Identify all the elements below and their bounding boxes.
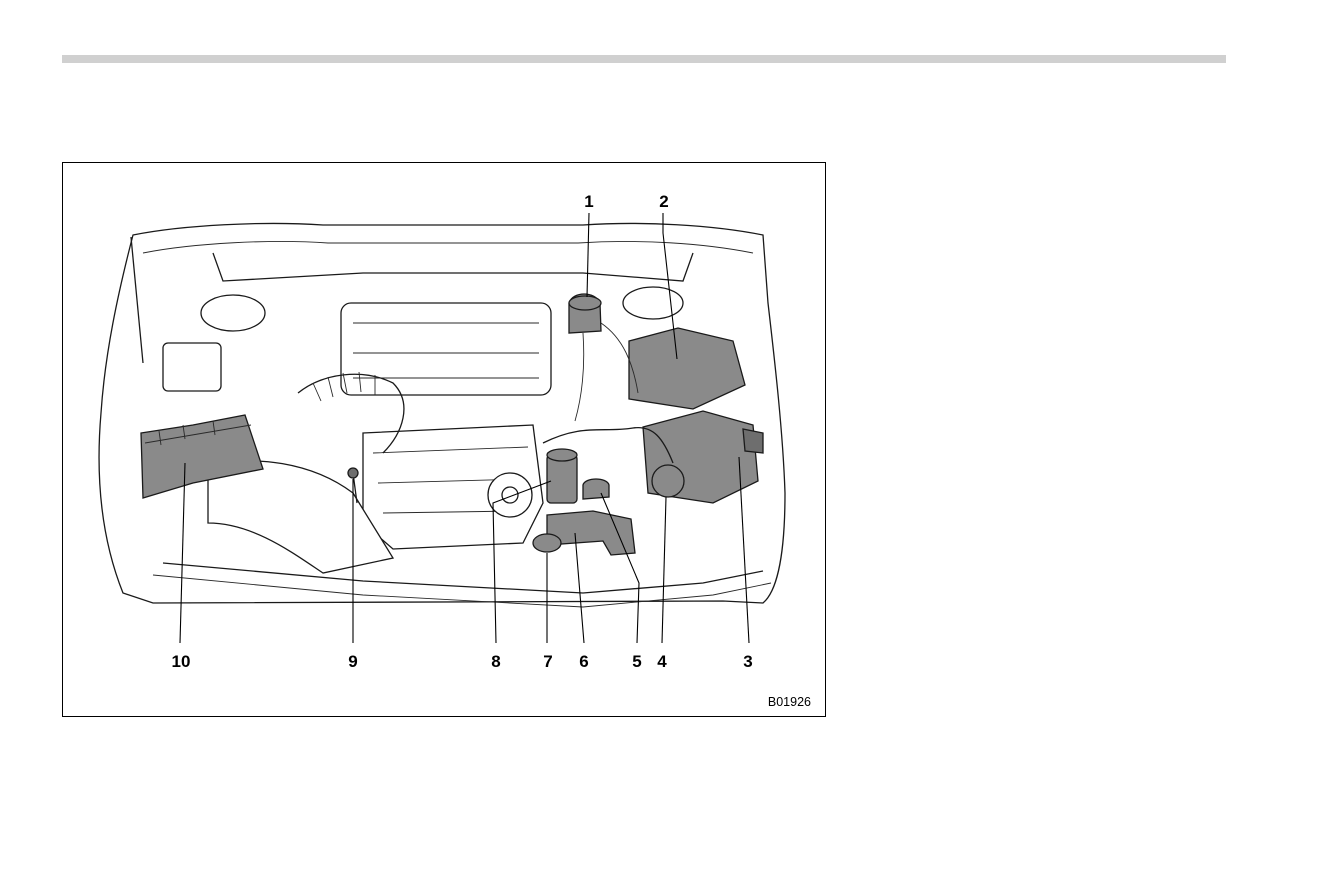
callout-5: 5 <box>632 652 641 671</box>
coolant-reservoir-cap <box>583 479 609 499</box>
leader-4 <box>662 497 666 643</box>
battery-terminal <box>743 429 763 453</box>
callout-3: 3 <box>743 652 752 671</box>
callout-4: 4 <box>657 652 667 671</box>
intake-plenum <box>341 303 551 395</box>
oil-filler-cap-top <box>547 449 577 461</box>
cowl-panel <box>213 253 693 281</box>
oil-filler-cap <box>547 455 577 503</box>
figure-code: B01926 <box>768 695 811 709</box>
oil-level-gauge-handle <box>348 468 358 478</box>
callout-7: 7 <box>543 652 552 671</box>
support-rod <box>131 237 143 363</box>
left-strut-tower <box>201 295 265 331</box>
crank-pulley <box>488 473 532 517</box>
engine-compartment-figure: 1 2 3 4 5 6 7 8 9 10 B01926 <box>62 162 826 717</box>
engine-bay-illustration: 1 2 3 4 5 6 7 8 9 10 B01926 <box>63 163 827 718</box>
callout-9: 9 <box>348 652 357 671</box>
callout-10: 10 <box>172 652 191 671</box>
leader-1 <box>587 213 589 297</box>
callout-8: 8 <box>491 652 500 671</box>
brake-fluid-cap <box>569 296 601 310</box>
leader-10 <box>180 463 185 643</box>
right-strut-tower <box>623 287 683 319</box>
radiator-cap <box>533 534 561 552</box>
callout-1: 1 <box>584 192 593 211</box>
washer-fluid-cap <box>652 465 684 497</box>
callout-2: 2 <box>659 192 668 211</box>
front-support <box>163 563 763 593</box>
callout-6: 6 <box>579 652 588 671</box>
coolant-reservoir-tank <box>547 511 635 555</box>
header-rule <box>62 55 1226 63</box>
hood-inner-edge <box>143 241 753 253</box>
main-fuse-box <box>629 328 745 409</box>
left-relay-box <box>163 343 221 391</box>
leader-6 <box>575 533 584 643</box>
